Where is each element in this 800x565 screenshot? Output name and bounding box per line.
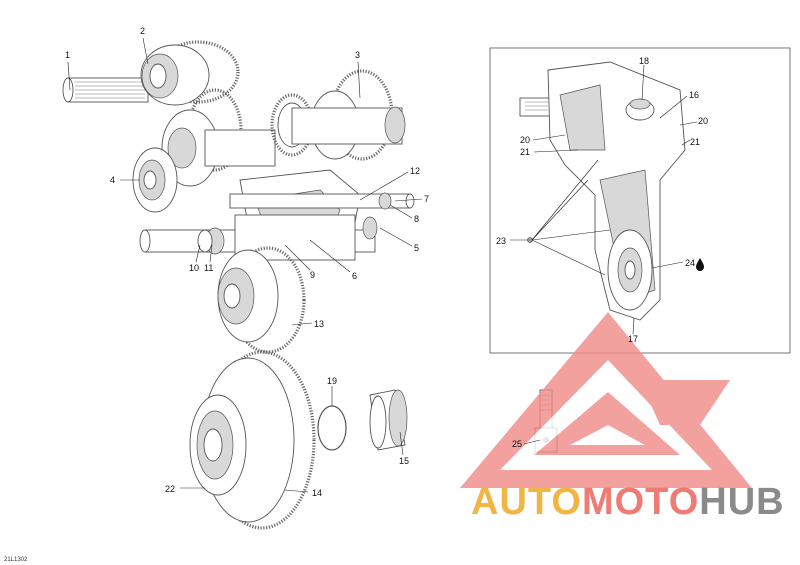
gear-cluster-part bbox=[161, 88, 276, 187]
watermark-logo-icon bbox=[460, 312, 752, 488]
gear-13-part bbox=[217, 246, 306, 354]
callout-18: 18 bbox=[639, 56, 649, 66]
callout-19: 19 bbox=[327, 376, 337, 386]
callout-4: 4 bbox=[110, 175, 115, 185]
callout-21-right: 21 bbox=[690, 137, 700, 147]
callout-17: 17 bbox=[628, 334, 638, 344]
callout-25: 25 bbox=[512, 439, 522, 449]
callout-labels: 1 2 3 4 5 6 7 8 9 10 11 12 13 14 15 16 1… bbox=[65, 26, 708, 498]
callout-21-left: 21 bbox=[520, 147, 530, 157]
callout-2: 2 bbox=[140, 26, 145, 36]
o-ring-19-part bbox=[317, 405, 347, 451]
callout-8: 8 bbox=[414, 214, 419, 224]
callout-20-left: 20 bbox=[520, 135, 530, 145]
callout-6: 6 bbox=[352, 271, 357, 281]
oil-drop-icon bbox=[696, 258, 704, 271]
diagram-reference-code: 21L1302 bbox=[4, 557, 28, 563]
callout-14: 14 bbox=[312, 488, 322, 498]
bearing-4-part bbox=[132, 147, 178, 213]
callout-22: 22 bbox=[165, 484, 175, 494]
transfer-case-housing-part bbox=[519, 61, 686, 321]
input-shaft-part bbox=[62, 77, 149, 103]
watermark-text: AUTOMOTOHUB bbox=[471, 481, 785, 523]
callout-13: 13 bbox=[314, 319, 324, 329]
callout-15: 15 bbox=[399, 456, 409, 466]
callout-12: 12 bbox=[410, 166, 420, 176]
bearing-15-part bbox=[369, 389, 408, 451]
gear-14-part bbox=[189, 350, 316, 530]
callout-10: 10 bbox=[189, 263, 199, 273]
callout-5: 5 bbox=[414, 243, 419, 253]
callout-9: 9 bbox=[310, 270, 315, 280]
watermark-moto: MOTO bbox=[582, 481, 699, 523]
callout-23: 23 bbox=[496, 236, 506, 246]
leader-lines bbox=[67, 37, 698, 493]
shaft-9-part bbox=[139, 214, 378, 261]
gear-2-part bbox=[140, 40, 240, 106]
watermark-hub: HUB bbox=[699, 481, 784, 523]
callout-16: 16 bbox=[689, 90, 699, 100]
callout-20-right: 20 bbox=[698, 116, 708, 126]
callout-1: 1 bbox=[65, 50, 70, 60]
gear-3-part bbox=[270, 69, 406, 161]
shift-rail-7-part bbox=[229, 192, 415, 210]
watermark-auto: AUTO bbox=[471, 481, 582, 523]
callout-3: 3 bbox=[355, 50, 360, 60]
callout-7: 7 bbox=[424, 194, 429, 204]
callout-24: 24 bbox=[685, 258, 695, 268]
callout-11: 11 bbox=[204, 263, 213, 273]
